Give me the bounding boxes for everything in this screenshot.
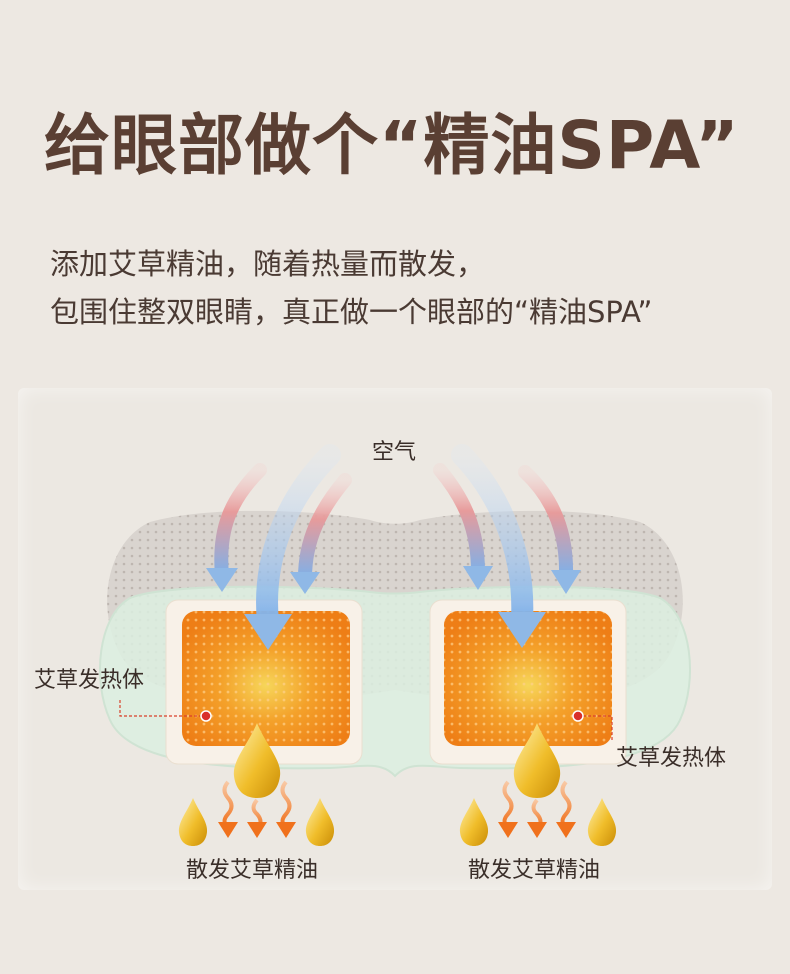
marker-dot-icon xyxy=(200,710,212,722)
air-arrow-icon xyxy=(518,465,574,582)
air-arrow-icon xyxy=(451,444,534,631)
air-label: 空气 xyxy=(372,440,417,465)
heater-marker-left xyxy=(119,700,212,722)
marker-dot-icon xyxy=(572,710,584,722)
oil-emission-left xyxy=(178,723,335,846)
air-arrow-head-icon xyxy=(498,612,546,648)
air-arrows-right xyxy=(433,444,581,648)
heater-label-left: 艾草发热体 xyxy=(34,668,145,693)
air-arrow-head-icon xyxy=(206,568,238,592)
air-arrow-icon xyxy=(298,473,352,585)
description-line-2: 包围住整双眼睛，真正做一个眼部的“精油SPA” xyxy=(50,295,653,329)
air-arrow-icon xyxy=(256,444,341,633)
oil-drop-icon xyxy=(459,798,489,846)
oil-drop-icon xyxy=(513,723,561,798)
oil-label-left: 散发艾草精油 xyxy=(186,858,319,883)
heater-marker-right xyxy=(572,710,613,742)
air-arrows-left xyxy=(206,444,352,650)
page-title: 给眼部做个“精油SPA” xyxy=(44,107,740,184)
air-arrow-icon xyxy=(214,463,267,582)
description-line-1: 添加艾草精油，随着热量而散发， xyxy=(50,247,486,281)
oil-label-right: 散发艾草精油 xyxy=(468,858,601,883)
description: 添加艾草精油，随着热量而散发， 包围住整双眼睛，真正做一个眼部的“精油SPA” xyxy=(50,240,652,336)
oil-drop-icon xyxy=(178,798,208,846)
heater-pad-left xyxy=(165,599,363,765)
oil-emission-right xyxy=(459,723,617,846)
air-arrow-head-icon xyxy=(463,566,493,590)
air-arrow-head-icon xyxy=(551,570,581,594)
heat-wave-arrow-icon xyxy=(502,780,514,828)
heater-label-right: 艾草发热体 xyxy=(616,746,727,771)
heater-pad-right xyxy=(429,599,627,765)
oil-drop-icon xyxy=(587,798,617,846)
air-arrow-head-icon xyxy=(244,614,292,650)
oil-drop-icon xyxy=(305,798,335,846)
heat-wave-arrow-icon xyxy=(280,780,292,828)
heat-wave-arrow-icon xyxy=(560,780,572,828)
air-arrow-head-icon xyxy=(290,572,320,594)
oil-drop-icon xyxy=(233,723,281,798)
heat-wave-arrow-icon xyxy=(222,780,234,828)
air-arrow-icon xyxy=(433,463,485,579)
